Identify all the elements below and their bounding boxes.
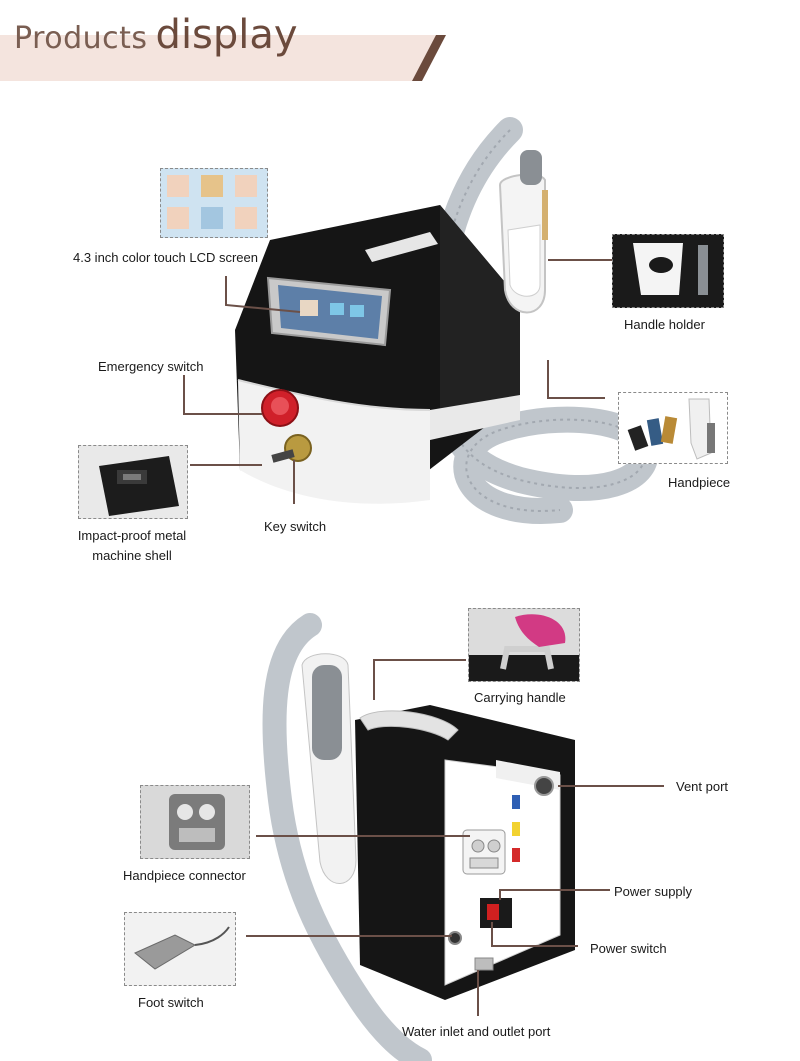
label-key-switch: Key switch (264, 519, 327, 534)
label-handpiece: Handpiece (668, 475, 731, 490)
label-emergency-switch: Emergency switch (98, 359, 204, 374)
handpiece-on-machine (498, 150, 548, 314)
machine-body (235, 205, 520, 504)
label-power-supply: Power supply (614, 884, 693, 899)
label-vent-port: Vent port (676, 779, 729, 794)
label-water-port: Water inlet and outlet port (402, 1024, 551, 1039)
title-light: Products (14, 21, 148, 56)
label-power-switch: Power switch (590, 941, 667, 956)
foot-switch-thumbnail (124, 912, 236, 986)
label-handpiece-connector: Handpiece connector (123, 868, 246, 883)
lcd-screen-thumbnail (160, 168, 268, 238)
label-machine-shell: Impact-proof metal machine shell (62, 526, 202, 566)
banner-shape (0, 35, 446, 81)
label-handle-holder: Handle holder (624, 317, 705, 332)
label-shell-line2: machine shell (92, 548, 172, 563)
label-lcd-screen: 4.3 inch color touch LCD screen (73, 250, 258, 265)
handpiece-thumbnail (618, 392, 728, 464)
title-bold: display (155, 12, 298, 58)
handle-holder-thumbnail (612, 234, 724, 308)
carrying-handle-thumbnail (468, 608, 580, 682)
machine-shell-thumbnail (78, 445, 188, 519)
label-carrying-handle: Carrying handle (474, 690, 566, 705)
label-foot-switch: Foot switch (138, 995, 204, 1010)
handpiece-connector-thumbnail (140, 785, 250, 859)
label-shell-line1: Impact-proof metal (77, 528, 187, 543)
leader-lines-top (183, 259, 612, 504)
